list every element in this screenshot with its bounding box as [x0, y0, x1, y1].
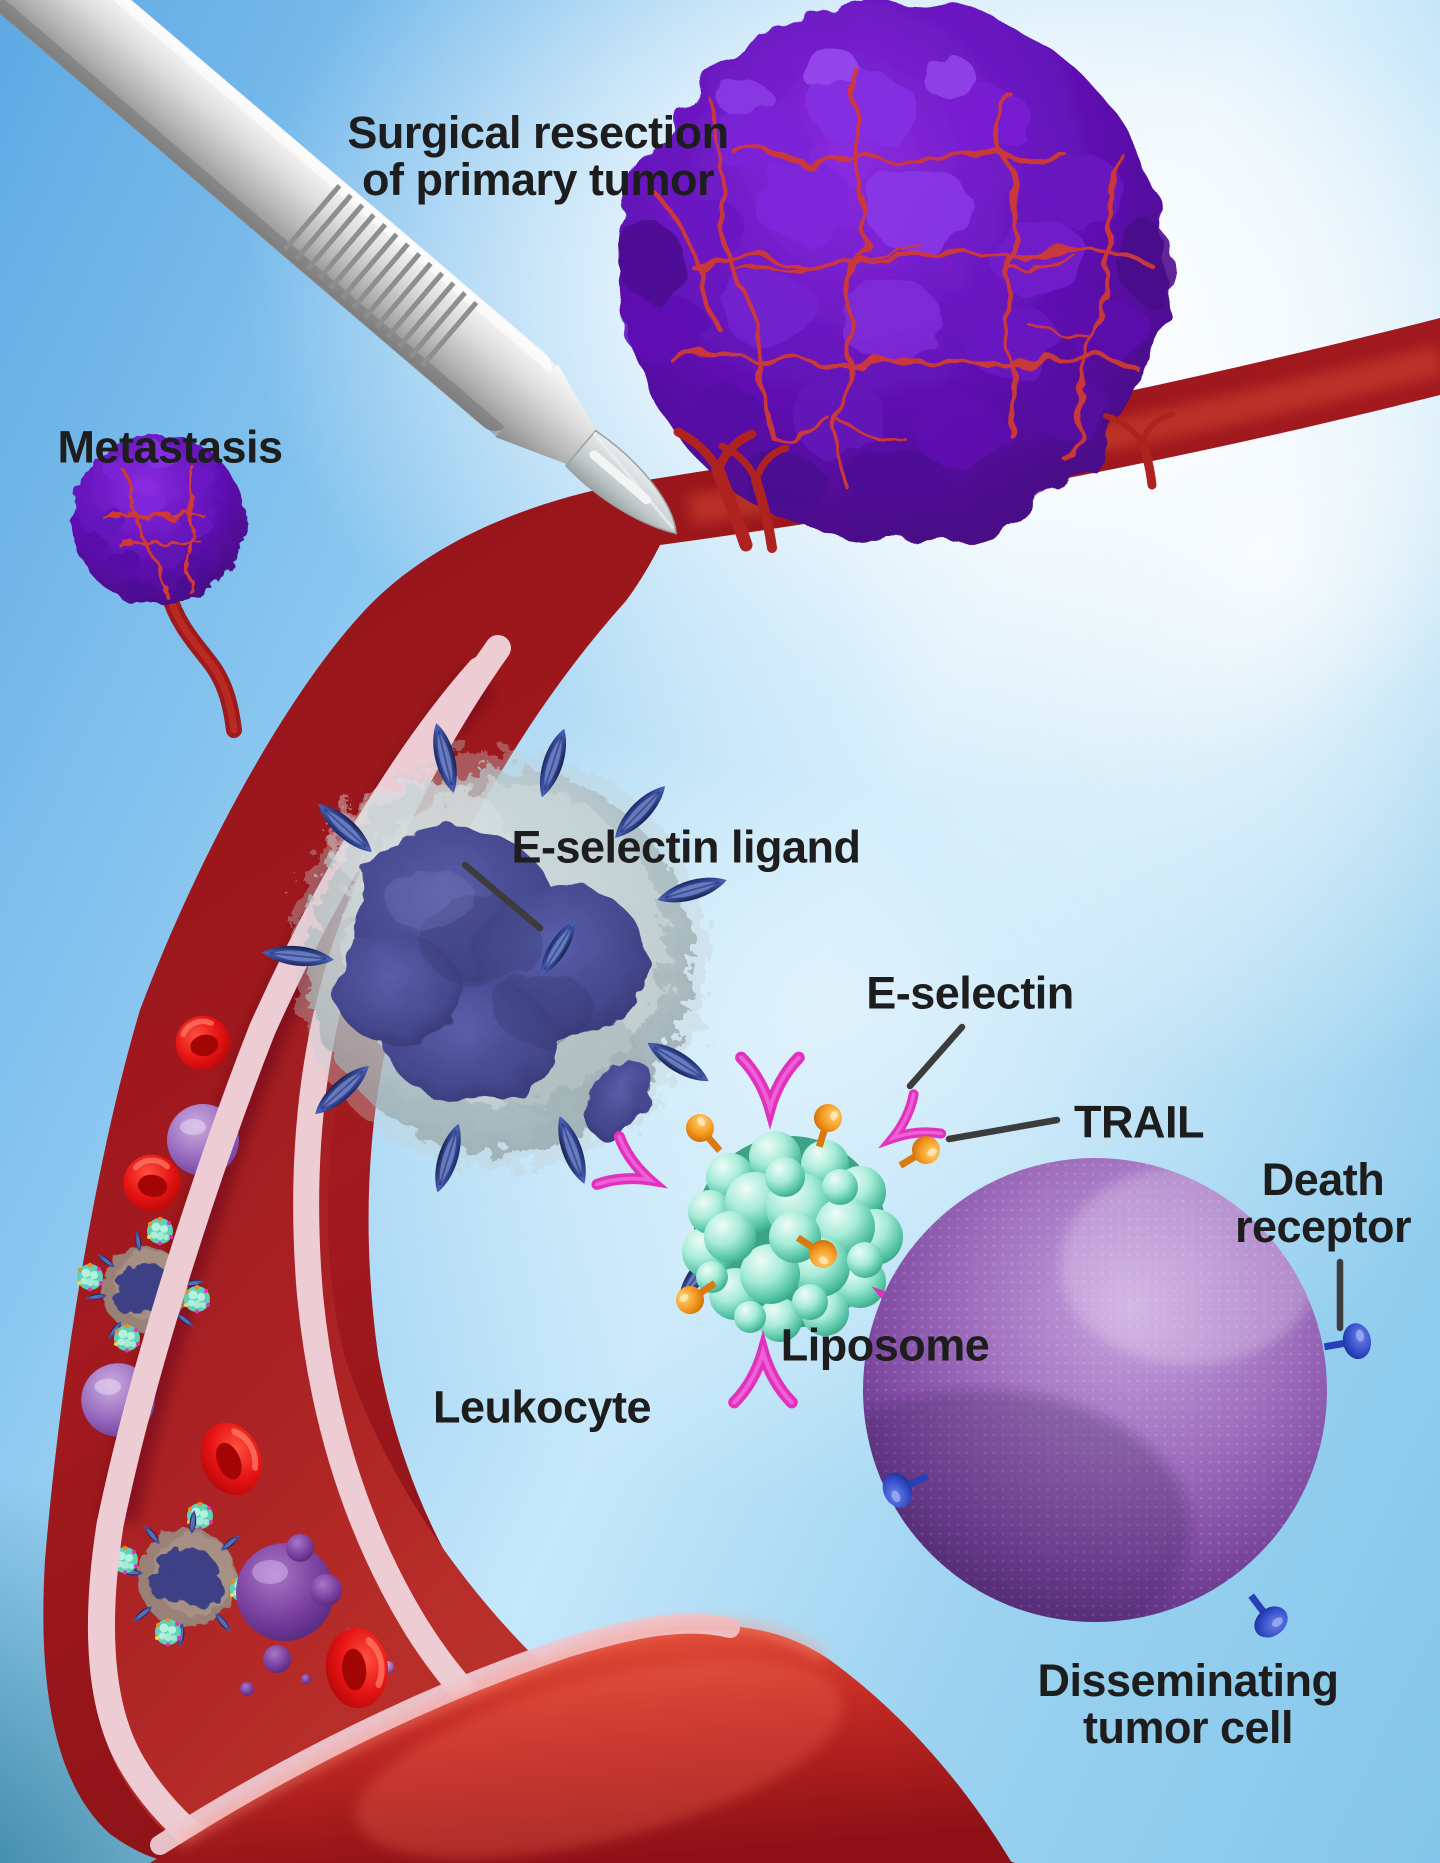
label-liposome: Liposome — [780, 1319, 990, 1371]
label-metastasis: Metastasis — [57, 421, 283, 473]
scalpel — [0, 0, 677, 535]
label-e-selectin: E-selectin — [866, 967, 1074, 1019]
scalpel-grip-ridges — [283, 183, 479, 368]
tumor-vessel-branches — [673, 411, 1175, 553]
label-surgical-resection: Surgical resection of primary tumor — [347, 106, 729, 205]
scalpel-blade-slot — [589, 450, 652, 505]
label-trail: TRAIL — [1074, 1096, 1204, 1148]
scalpel-neck — [495, 364, 599, 467]
primary-tumor — [622, 0, 1174, 544]
metastasis-vessel-stem — [160, 584, 242, 738]
trail-pointer — [945, 1116, 1061, 1143]
blood-vessel — [43, 318, 1440, 1863]
vessel-front-wall — [150, 1613, 1012, 1863]
label-disseminating-tumor-cell: Disseminating tumor cell — [1037, 1654, 1339, 1753]
metastasis-capillaries — [102, 464, 204, 598]
label-death-receptor: Death receptor — [1234, 1153, 1412, 1252]
metastasis-lobules — [83, 442, 218, 600]
e-selectin-pointer — [906, 1023, 966, 1090]
metastasis-tumor — [72, 434, 244, 606]
leukocyte-cell — [260, 719, 807, 1306]
label-leukocyte: Leukocyte — [432, 1381, 652, 1433]
leukocyte-nucleus — [336, 827, 649, 1139]
tumor-capillaries — [659, 69, 1161, 495]
liposome-bubbles — [682, 1131, 903, 1342]
annotation-lines — [461, 861, 1344, 1332]
liposome-particle — [597, 1058, 945, 1403]
e-selectin-ligand-pointer — [461, 861, 544, 932]
label-e-selectin-ligand: E-selectin ligand — [511, 821, 861, 873]
circulating-cells — [77, 1011, 394, 1711]
